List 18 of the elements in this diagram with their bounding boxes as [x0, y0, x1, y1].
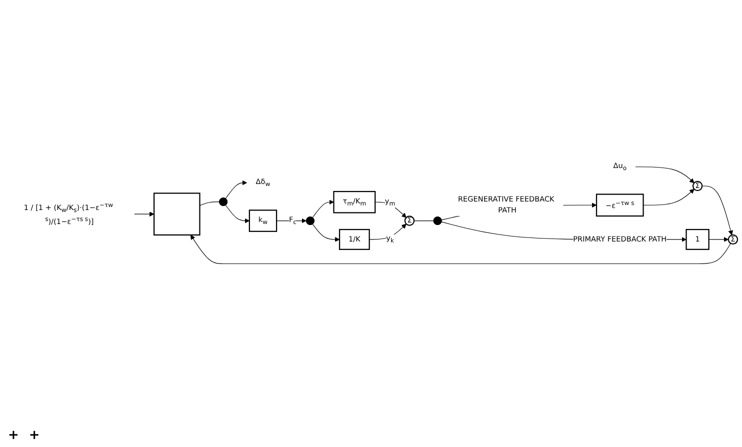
- arrow: [374, 202, 406, 218]
- arrow: [225, 180, 248, 199]
- arrow: [225, 204, 250, 224]
- sign-label: +: [28, 428, 40, 443]
- arrow: [312, 224, 340, 242]
- node-box: [154, 192, 200, 236]
- arrow: [369, 224, 406, 240]
- arrow: [134, 212, 154, 217]
- arrow: [702, 186, 734, 236]
- connector: [199, 202, 220, 206]
- arrow: [190, 234, 731, 264]
- arrow: [635, 166, 694, 184]
- sign-label: +: [8, 428, 19, 443]
- arrow: [276, 218, 307, 224]
- arrow: [312, 200, 334, 218]
- arrow: [643, 188, 694, 206]
- arrow: [708, 237, 729, 242]
- connector: [414, 220, 434, 222]
